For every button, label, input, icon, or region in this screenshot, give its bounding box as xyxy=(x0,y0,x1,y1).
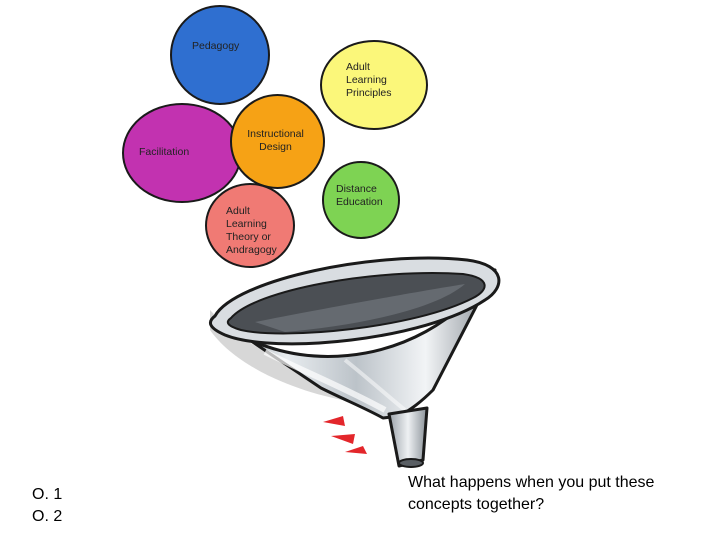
adult-learning-theory-circle xyxy=(205,183,295,268)
adult-learning-principles-circle xyxy=(320,40,428,130)
instructional-design-circle xyxy=(230,94,325,189)
distance-education-label: Distance Education xyxy=(336,183,383,208)
adult-learning-principles-label: Adult Learning Principles xyxy=(346,61,392,99)
funnel-illustration xyxy=(208,256,501,468)
facilitation-circle xyxy=(122,103,242,203)
pedagogy-label: Pedagogy xyxy=(192,40,240,52)
objective-1: O. 1 xyxy=(32,486,63,503)
objectives-list: O. 1 O. 2 xyxy=(32,484,62,528)
adult-learning-theory-label: Adult Learning Theory or Andragogy xyxy=(226,205,277,256)
facilitation-label: Facilitation xyxy=(139,146,190,158)
pedagogy-circle xyxy=(170,5,270,105)
instructional-design-label: Instructional Design xyxy=(247,128,304,153)
question-text: What happens when you put these concepts… xyxy=(408,474,655,513)
distance-education-circle xyxy=(322,161,400,239)
objective-2: O. 2 xyxy=(32,508,63,525)
